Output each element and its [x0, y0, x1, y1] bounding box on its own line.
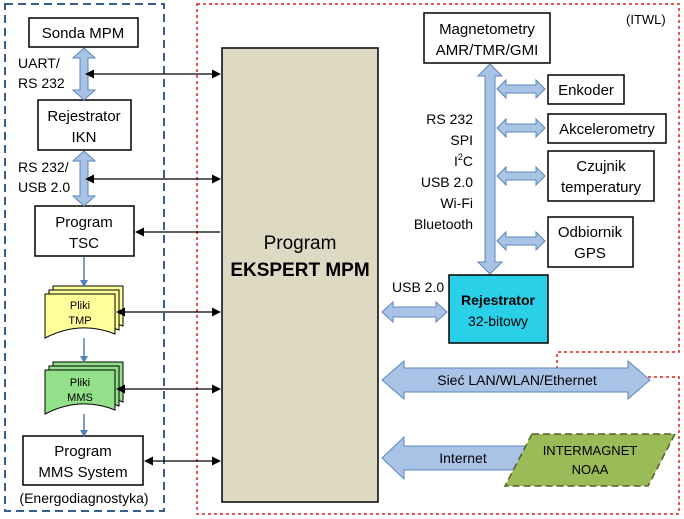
uart-double-arrow [71, 47, 97, 101]
akcelerometry-arrow [496, 117, 546, 139]
program-mms-label-2: MMS System [38, 464, 127, 481]
pliki-mms-label-1: Pliki [70, 377, 90, 389]
odbiornik-label-2: GPS [574, 245, 606, 262]
akcelerometry-label: Akcelerometry [559, 121, 655, 138]
rejestrator-32bit-box [448, 274, 549, 344]
magnetometry-label-2: AMR/TMR/GMI [436, 42, 539, 59]
rejestrator-ikn-label-1: Rejestrator [47, 108, 120, 125]
program-label: Program [264, 233, 337, 254]
enkoder-arrow [496, 78, 546, 100]
pliki-mms-document-icon [44, 361, 124, 415]
enkoder-label: Enkoder [558, 82, 614, 99]
itwl-label: (ITWL) [626, 12, 666, 27]
czujnik-label-2: temperatury [561, 179, 642, 196]
intermagnet-label-2: NOAA [572, 462, 609, 477]
uart-label-1: UART/ [18, 55, 60, 71]
ekspert-mpm-label: EKSPERT MPM [230, 260, 369, 281]
left-panel-border [4, 3, 165, 512]
usb-link-arrow [381, 300, 448, 324]
iface-wifi-label: Wi-Fi [440, 195, 473, 211]
program-tsc-label-2: TSC [69, 235, 99, 252]
odbiornik-label-1: Odbiornik [558, 224, 623, 241]
internet-label: Internet [439, 450, 487, 466]
rejestrator-32bit-label-2: 32-bitowy [468, 313, 528, 329]
rs232-usb-label-2: USB 2.0 [18, 179, 70, 195]
program-ekspert-box [221, 47, 379, 503]
uart-label-2: RS 232 [18, 75, 65, 91]
rejestrator-32bit-label-1: Rejestrator [461, 292, 535, 308]
lan-network-label: Sieć LAN/WLAN/Ethernet [437, 372, 597, 388]
intermagnet-noaa-shape [503, 433, 677, 487]
iface-bluetooth-label: Bluetooth [414, 216, 473, 232]
pliki-tmp-document-icon [44, 285, 124, 339]
sonda-mpm-label: Sonda MPM [42, 25, 125, 42]
iface-i2c-label: I2C [454, 152, 473, 169]
program-mms-label-1: Program [54, 443, 112, 460]
magnetometry-box [423, 12, 551, 64]
iface-spi-label: SPI [450, 132, 473, 148]
usb-link-label: USB 2.0 [392, 279, 444, 295]
program-tsc-label-1: Program [55, 214, 113, 231]
iface-rs232-label: RS 232 [426, 111, 473, 127]
akcelerometry-box [547, 113, 667, 144]
rejestrator-ikn-label-2: IKN [71, 129, 96, 146]
odbiornik-gps-box [547, 216, 634, 268]
energodiagnostyka-label: (Energodiagnostyka) [19, 490, 148, 506]
czujnik-label-1: Czujnik [576, 158, 626, 175]
pliki-mms-label-2: MMS [67, 392, 93, 404]
usb-double-arrow [71, 150, 97, 207]
pliki-tmp-label-1: Pliki [70, 300, 90, 312]
gps-arrow [496, 230, 546, 252]
rs232-usb-label-1: RS 232/ [18, 159, 69, 175]
pliki-tmp-label-2: TMP [68, 315, 91, 327]
magnetometry-label-1: Magnetometry [439, 21, 535, 38]
rejestrator-ikn-box [37, 99, 132, 151]
intermagnet-label-1: INTERMAGNET [543, 443, 638, 458]
enkoder-box [547, 74, 625, 105]
lan-network-arrow [381, 359, 651, 401]
iface-usb-label: USB 2.0 [421, 174, 473, 190]
sensor-bus-arrow [476, 63, 504, 275]
czujnik-temperatury-box [547, 150, 655, 202]
czujnik-arrow [496, 165, 546, 187]
program-mms-system-box [22, 435, 144, 486]
sonda-mpm-box [28, 17, 139, 48]
